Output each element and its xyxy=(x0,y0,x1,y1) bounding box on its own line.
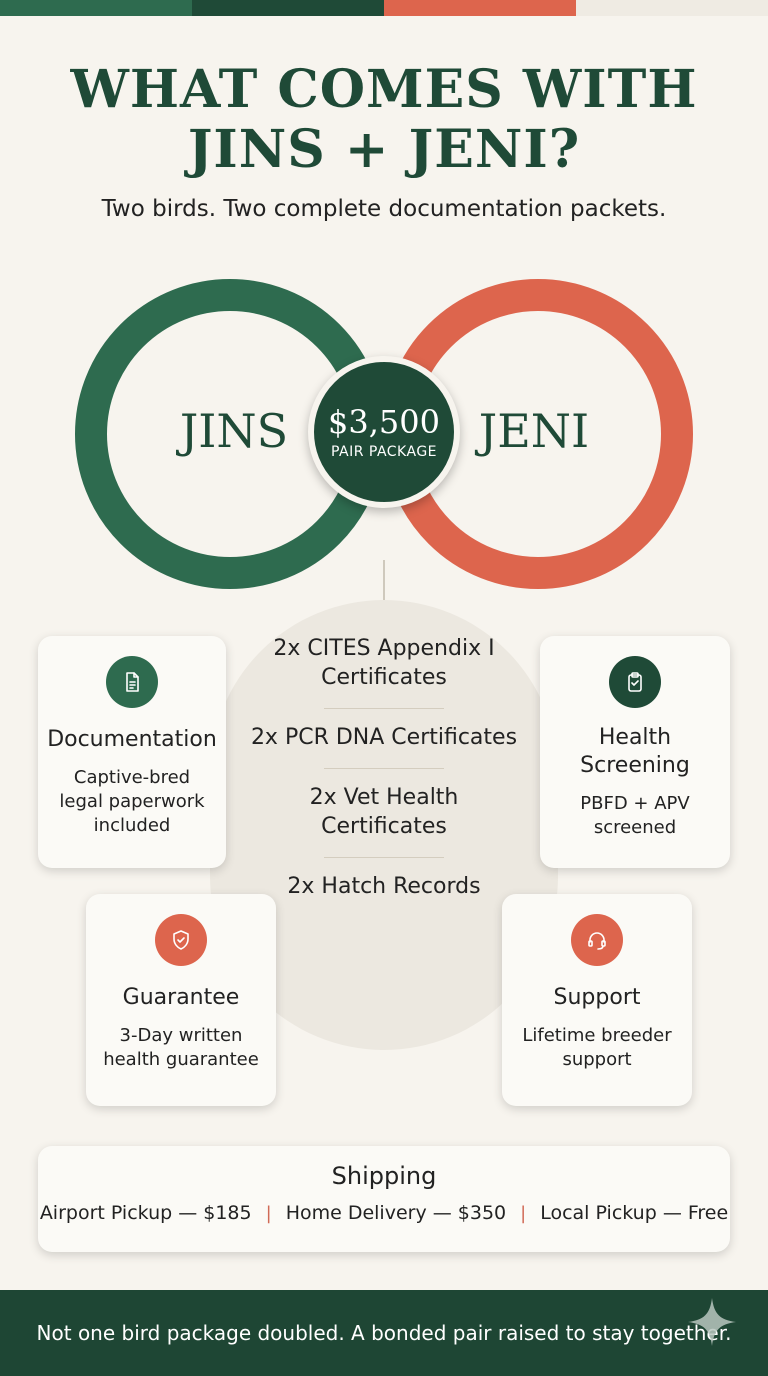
list-divider xyxy=(324,768,444,769)
top-bar-cream xyxy=(576,0,768,16)
health-screening-desc: PBFD + APV screened xyxy=(580,793,690,838)
footer-banner: Not one bird package doubled. A bonded p… xyxy=(0,1290,768,1376)
guarantee-card: Guarantee 3-Day written health guarantee xyxy=(86,894,276,1106)
page-subtitle: Two birds. Two complete documentation pa… xyxy=(101,196,667,222)
footer-tagline: Not one bird package doubled. A bonded p… xyxy=(36,1321,732,1345)
health-screening-title: Health Screening xyxy=(580,725,690,778)
shipping-options: Airport Pickup — $185 | Home Delivery — … xyxy=(38,1202,730,1224)
shipping-option-local: Local Pickup — Free xyxy=(540,1202,729,1224)
shipping-option-airport: Airport Pickup — $185 xyxy=(39,1202,252,1224)
shipping-option-home: Home Delivery — $350 xyxy=(285,1202,507,1224)
bird-rings-graphic xyxy=(75,279,693,589)
shipping-title: Shipping xyxy=(331,1162,437,1190)
top-color-bar xyxy=(0,0,768,16)
top-bar-coral xyxy=(384,0,576,16)
shield-check-icon xyxy=(155,914,207,966)
support-desc: Lifetime breeder support xyxy=(522,1025,672,1070)
certificate-list: 2x CITES Appendix I Certificates 2x PCR … xyxy=(250,634,518,915)
jins-label: JINS xyxy=(179,404,289,458)
sparkle-icon xyxy=(688,1298,736,1346)
list-divider xyxy=(324,857,444,858)
support-card: Support Lifetime breeder support xyxy=(502,894,692,1106)
badge-price: $3,500 xyxy=(328,403,440,441)
guarantee-desc: 3-Day written health guarantee xyxy=(103,1025,259,1070)
list-divider xyxy=(324,708,444,709)
shipping-panel: Shipping Airport Pickup — $185 | Home De… xyxy=(38,1146,730,1252)
support-title: Support xyxy=(553,985,641,1010)
top-bar-green xyxy=(0,0,192,16)
documentation-desc: Captive-bred legal paperwork included xyxy=(59,767,205,836)
clipboard-check-icon xyxy=(609,656,661,708)
shipping-divider: | xyxy=(265,1202,272,1224)
guarantee-title: Guarantee xyxy=(122,985,240,1010)
document-icon xyxy=(106,656,158,708)
title-line-2: JINS + JENI? xyxy=(187,119,581,180)
badge-label: PAIR PACKAGE xyxy=(330,444,438,460)
certificate-item-pcr: 2x PCR DNA Certificates xyxy=(250,725,518,750)
headset-icon xyxy=(571,914,623,966)
connector-line xyxy=(383,560,385,618)
page-title: WHAT COMES WITH JINS + JENI? xyxy=(0,60,768,180)
price-badge: $3,500 PAIR PACKAGE xyxy=(308,356,460,508)
certificate-item-cites: 2x CITES Appendix I Certificates xyxy=(273,636,495,690)
certificate-item-vet: 2x Vet Health Certificates xyxy=(309,785,459,839)
shipping-divider: | xyxy=(520,1202,527,1224)
health-screening-card: Health Screening PBFD + APV screened xyxy=(540,636,730,868)
title-line-1: WHAT COMES WITH xyxy=(70,59,698,120)
certificate-item-hatch: 2x Hatch Records xyxy=(287,874,481,899)
top-bar-dark-green xyxy=(192,0,384,16)
documentation-card: Documentation Captive-bred legal paperwo… xyxy=(38,636,226,868)
jeni-label: JENI xyxy=(478,404,590,458)
documentation-title: Documentation xyxy=(47,727,217,752)
